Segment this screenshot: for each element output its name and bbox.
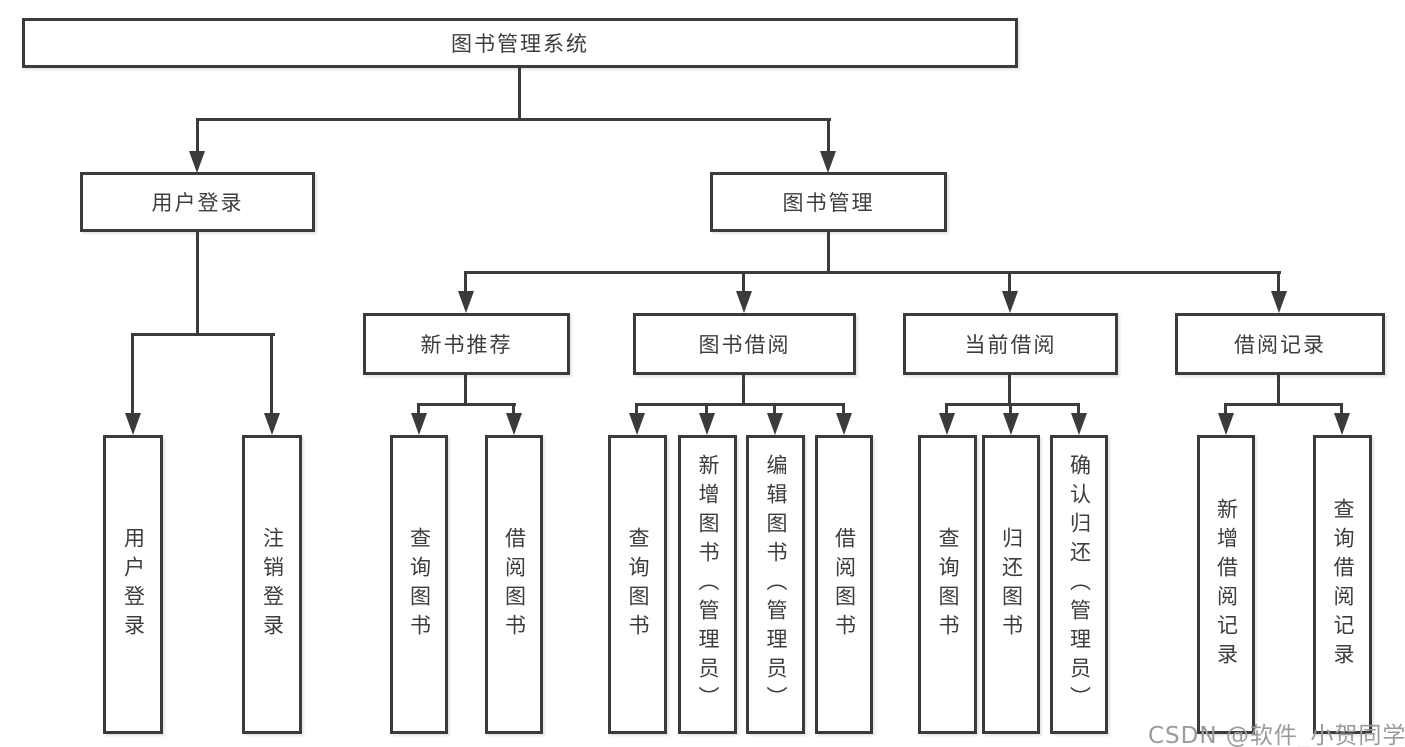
connector-bookborrow-stem (742, 375, 745, 406)
leaf-rec-query-books: 查询图书 (390, 435, 448, 734)
connector-drop-user-login (196, 118, 199, 154)
leaf-cb-confirm-return-admin: 确认归还（管理员） (1050, 435, 1108, 734)
node-label: 借阅记录 (1234, 333, 1326, 357)
leaf-bb-query-books: 查询图书 (608, 435, 667, 734)
connector-root-rail (196, 118, 831, 121)
arrowhead-icon (1071, 413, 1087, 435)
connector-drop-book-borrow (742, 271, 745, 293)
node-label: 新增图书（管理员） (696, 454, 720, 715)
node-current-borrowing: 当前借阅 (903, 313, 1118, 375)
connector-userlogin-stem (196, 232, 199, 336)
connector-bookmgmt-stem (827, 232, 830, 274)
node-label: 新增借阅记录 (1214, 497, 1239, 672)
arrowhead-icon (506, 413, 522, 435)
arrowhead-icon (264, 413, 280, 435)
arrowhead-icon (1334, 413, 1350, 435)
node-user-login: 用户登录 (80, 172, 315, 232)
node-label: 归还图书 (999, 526, 1024, 643)
node-label: 借阅图书 (832, 526, 857, 643)
connector-drop (1077, 403, 1080, 417)
arrowhead-icon (1002, 291, 1018, 313)
node-borrowing-records: 借阅记录 (1175, 313, 1385, 375)
arrowhead-icon (820, 151, 836, 173)
node-book-borrowing: 图书借阅 (633, 313, 856, 375)
connector-drop (1224, 403, 1227, 417)
leaf-bb-edit-books-admin: 编辑图书（管理员） (746, 435, 805, 734)
connector-drop (945, 403, 948, 417)
arrowhead-icon (629, 413, 645, 435)
connector-bookborrow-rail (635, 403, 845, 406)
arrowhead-icon (939, 413, 955, 435)
arrowhead-icon (836, 413, 852, 435)
leaf-cb-return-books: 归还图书 (982, 435, 1040, 734)
connector-drop-leaf-logout (270, 333, 273, 417)
arrowhead-icon (699, 413, 715, 435)
node-root-library-system: 图书管理系统 (22, 18, 1018, 68)
arrowhead-icon (1003, 413, 1019, 435)
leaf-bb-add-books-admin: 新增图书（管理员） (678, 435, 737, 734)
node-book-management: 图书管理 (710, 172, 947, 232)
connector-userlogin-rail (131, 333, 275, 336)
connector-newbookrec-rail (417, 403, 516, 406)
leaf-user-login: 用户登录 (103, 435, 163, 734)
connector-newbookrec-stem (464, 375, 467, 406)
connector-drop-current-borrow (1008, 271, 1011, 293)
connector-drop-book-mgmt (827, 118, 830, 154)
arrowhead-icon (1218, 413, 1234, 435)
arrowhead-icon (1271, 291, 1287, 313)
leaf-br-query-record: 查询借阅记录 (1313, 435, 1372, 734)
node-label: 当前借阅 (964, 333, 1057, 357)
arrowhead-icon (767, 413, 783, 435)
connector-bookmgmt-rail (464, 271, 1281, 274)
connector-drop (705, 403, 708, 417)
connector-currentborrow-rail (945, 403, 1080, 406)
connector-drop-new-book-rec (464, 271, 467, 293)
arrowhead-icon (411, 413, 427, 435)
leaf-bb-borrow-books: 借阅图书 (815, 435, 873, 734)
node-label: 图书借阅 (698, 333, 791, 357)
node-label: 用户登录 (121, 526, 146, 643)
connector-drop-borrow-records (1277, 271, 1280, 293)
node-label: 用户登录 (151, 191, 244, 215)
connector-drop (417, 403, 420, 417)
node-label: 查询图书 (626, 526, 650, 643)
connector-currentborrow-stem (1008, 375, 1011, 406)
leaf-cb-query-books: 查询图书 (918, 435, 977, 734)
connector-drop (842, 403, 845, 417)
leaf-rec-borrow-books: 借阅图书 (485, 435, 543, 734)
connector-borrowrecords-stem (1277, 375, 1280, 406)
node-label: 编辑图书（管理员） (764, 454, 788, 715)
arrowhead-icon (458, 291, 474, 313)
connector-root-stem (518, 68, 521, 120)
connector-borrowrecords-rail (1224, 403, 1343, 406)
leaf-br-add-record: 新增借阅记录 (1197, 435, 1255, 734)
node-label: 图书管理系统 (451, 32, 589, 56)
connector-drop-leaf-login (131, 333, 134, 417)
node-label: 注销登录 (260, 526, 285, 643)
connector-drop (1009, 403, 1012, 417)
connector-drop (773, 403, 776, 417)
arrowhead-icon (736, 291, 752, 313)
node-label: 查询借阅记录 (1331, 497, 1355, 672)
connector-drop (1340, 403, 1343, 417)
node-label: 确认归还（管理员） (1067, 454, 1092, 715)
node-label: 图书管理 (782, 191, 875, 215)
node-label: 查询图书 (936, 526, 960, 643)
arrowhead-icon (189, 151, 205, 173)
connector-drop (635, 403, 638, 417)
node-label: 查询图书 (407, 526, 432, 643)
arrowhead-icon (125, 413, 141, 435)
node-new-book-recommendation: 新书推荐 (363, 313, 570, 375)
watermark: CSDN @软件_小贺同学 (1148, 723, 1405, 747)
node-label: 借阅图书 (502, 526, 527, 643)
node-label: 新书推荐 (420, 333, 513, 357)
connector-drop (512, 403, 515, 417)
leaf-logout: 注销登录 (242, 435, 302, 734)
